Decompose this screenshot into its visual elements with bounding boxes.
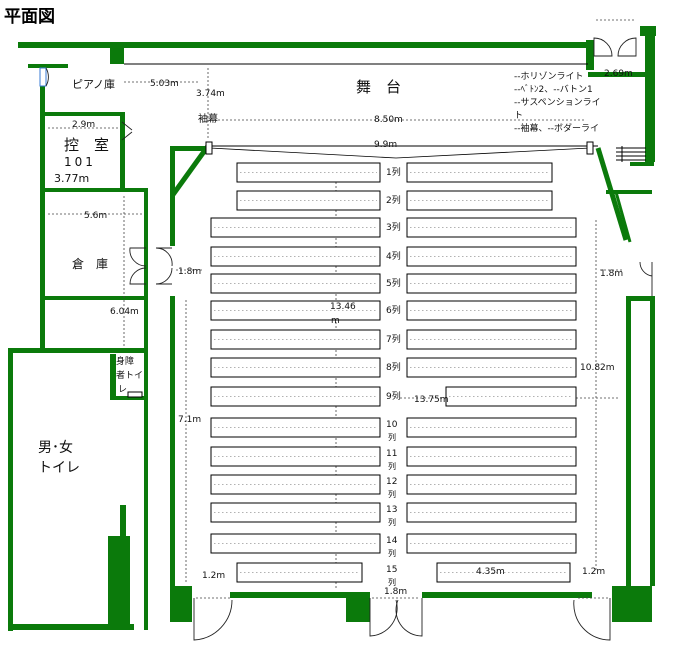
- row-label-suffix-10: 列: [388, 432, 396, 442]
- dim-hall-depth-unit: m: [331, 316, 340, 326]
- row-label-8: 8列: [386, 361, 401, 373]
- row-label-suffix-14: 列: [388, 548, 396, 558]
- equipment-4: ト: [514, 111, 523, 121]
- toilet-label-1: 男･女: [38, 439, 73, 456]
- row-label-5: 5列: [386, 277, 401, 289]
- row-label-6: 6列: [386, 304, 401, 316]
- accessible-toilet-1: 身障: [116, 355, 134, 367]
- accessible-toilet-3: レ: [118, 385, 127, 395]
- seat-row-left-15: [236, 562, 363, 583]
- row-label-7: 7列: [386, 333, 401, 345]
- dim-bottom-left: 1.2m: [202, 571, 225, 581]
- dim-stage-w: 8.50m: [374, 115, 403, 125]
- dim-storage-h: 6.04m: [110, 307, 139, 317]
- row-label-1: 1列: [386, 166, 401, 178]
- row-label-2: 2列: [386, 194, 401, 206]
- seating-area: [210, 162, 577, 583]
- dim-seat-w: 9.9m: [374, 140, 397, 150]
- row-labels: 1列 2列 3列 4列 5列 6列 7列 8列 9列 10 列 11 列 12 列 13 列 14 列 15 列: [386, 166, 401, 587]
- row-label-14: 14: [386, 536, 398, 546]
- stage-outline: [124, 63, 598, 159]
- angled-walls: [169, 144, 632, 243]
- dim-left-depth: 7.1m: [178, 415, 201, 425]
- walls: [8, 26, 656, 631]
- toilet-label-2: トイレ: [38, 460, 80, 476]
- dim-hall-depth: 13.46: [330, 302, 356, 312]
- row-label-suffix-13: 列: [388, 517, 396, 527]
- green-room-dim: 3.77m: [54, 172, 89, 185]
- dim-back-row: 4.35m: [476, 567, 505, 577]
- dim-piano-h: 3.74m: [196, 89, 225, 99]
- piano-room-label: ピアノ庫: [72, 77, 115, 91]
- row-label-3: 3列: [386, 221, 401, 233]
- row-label-15: 15: [386, 565, 397, 575]
- stage-label: 舞 台: [356, 78, 401, 96]
- green-room-label: 控 室: [64, 136, 109, 154]
- seat-row-right-9: [445, 386, 577, 407]
- dim-door-right: 2.69m: [604, 69, 633, 79]
- dim-green-w: 2.9m: [72, 120, 95, 130]
- row-label-suffix-15: 列: [388, 577, 396, 587]
- dim-storage-w: 5.6m: [84, 211, 107, 221]
- dim-right-depth: 10.82m: [580, 363, 615, 373]
- dimension-labels: 5.03m 3.74m 2.9m 8.50m 2.69m 9.9m 5.6m 6…: [72, 69, 633, 597]
- stairs-icon: [616, 146, 646, 162]
- dim-piano-w: 5.03m: [150, 79, 179, 89]
- dim-aisle-right: 1.8m: [600, 269, 623, 279]
- dim-bottom-right: 1.2m: [582, 567, 605, 577]
- row-label-4: 4列: [386, 250, 401, 262]
- row-label-10: 10: [386, 420, 398, 430]
- plan-title: 平面図: [4, 7, 55, 27]
- equipment-1: --ホリゾンライト: [514, 71, 584, 82]
- seat-row-right-15: [436, 562, 571, 583]
- row-label-9: 9列: [386, 390, 401, 402]
- doors: [39, 37, 653, 641]
- row-label-13: 13: [386, 505, 397, 515]
- row-label-suffix-11: 列: [388, 461, 396, 471]
- equipment-2: --ﾍﾞﾄﾝ2、--バトン1: [514, 84, 593, 95]
- dim-bottom-door: 1.8m: [384, 587, 407, 597]
- curtain-label: 袖幕: [198, 112, 218, 125]
- equipment-3: --サスペンションライ: [514, 97, 601, 108]
- equipment-5: --袖幕、--ボダーライ: [514, 122, 599, 134]
- accessible-toilet-2: 者トイ: [116, 370, 143, 381]
- dim-aisle-left: 1.8m: [178, 267, 201, 277]
- row-label-suffix-12: 列: [388, 489, 396, 499]
- green-room-number: 101: [64, 155, 96, 169]
- row-label-11: 11: [386, 449, 397, 459]
- row-label-12: 12: [386, 477, 397, 487]
- dim-row9: 13.75m: [414, 395, 449, 405]
- storage-label: 倉 庫: [72, 256, 108, 271]
